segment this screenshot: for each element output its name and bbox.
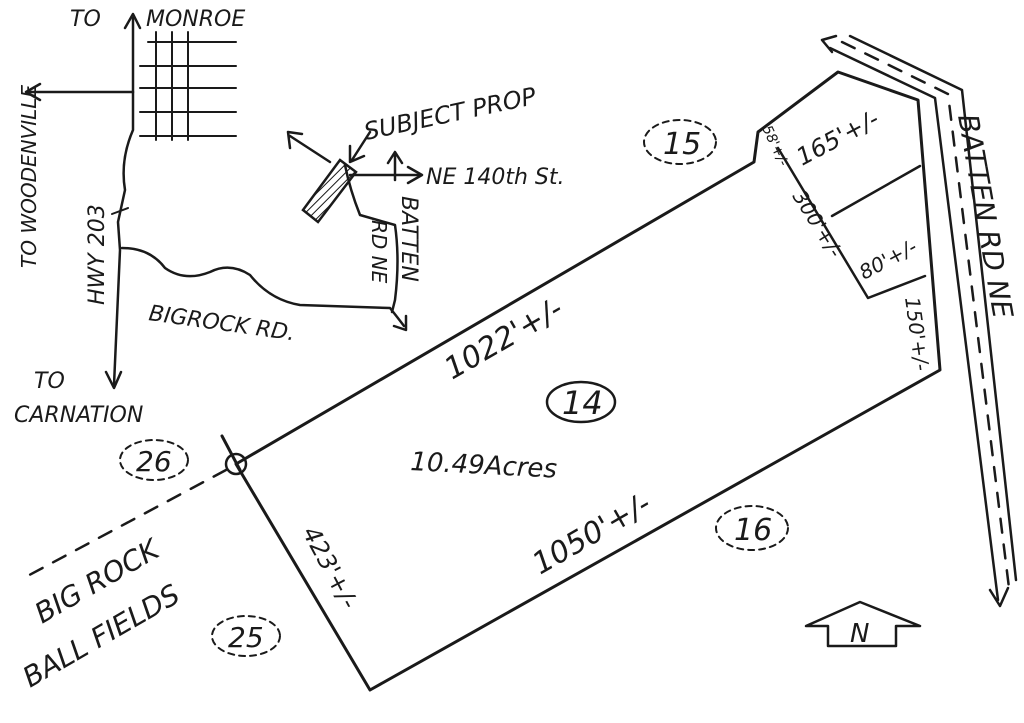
lot-15-number: 15 xyxy=(663,127,701,162)
arrow-right-icon xyxy=(406,165,424,185)
arrow-left-icon xyxy=(24,82,42,102)
arrow-up-small-icon xyxy=(386,150,404,182)
to-monroe-prefix: TO xyxy=(70,7,101,32)
west-line-extension xyxy=(220,434,242,472)
lot-15-circle xyxy=(643,119,717,165)
arrow-down-icon xyxy=(104,370,123,390)
notch-top-dimension: 165'+/- xyxy=(792,105,884,172)
notch-bottom-dimension: 80'+/- xyxy=(855,234,921,284)
arrow-south-road-icon xyxy=(988,586,1010,608)
subject-prop-label: SUBJECT PROP xyxy=(361,82,539,146)
north-label: N xyxy=(850,619,869,649)
lot-25-circle xyxy=(211,615,281,657)
lot-26-number: 26 xyxy=(136,445,172,478)
arrow-nw-icon xyxy=(286,130,332,164)
ne-140th-label: NE 140th St. xyxy=(426,165,565,190)
parcel-14-boundary xyxy=(234,70,942,692)
hwy-203-road xyxy=(112,16,135,387)
subject-property-parcel xyxy=(301,158,358,224)
north-side-dimension: 1022'+/- xyxy=(439,291,570,387)
arrow-nw-road-icon xyxy=(820,34,838,54)
notch-short-dimension: 58'+/- xyxy=(758,123,791,169)
lot-16-number: 16 xyxy=(734,513,772,548)
big-rock-rd-label: BIGROCK RD. xyxy=(147,301,296,346)
batten-road-main xyxy=(820,34,1018,608)
arrow-subject-icon xyxy=(348,130,372,164)
carnation-label: CARNATION xyxy=(14,403,143,428)
lot-16-circle xyxy=(715,505,789,551)
lot-14-circle xyxy=(545,380,617,424)
east-side-dimension: 150'+/- xyxy=(900,295,934,372)
big-rock-road xyxy=(120,246,406,328)
arrow-se-icon xyxy=(392,314,408,332)
corner-marker xyxy=(224,452,248,476)
hwy-203-label: HWY 203 xyxy=(85,204,110,305)
lot-26-circle xyxy=(119,439,189,481)
batten-rd-ne-label: BATTEN RD NE xyxy=(951,111,1019,321)
lot-25-number: 25 xyxy=(228,621,264,654)
parcel-drawing: 1022'+/- 1050'+/- 423'+/- 150'+/- 165'+/… xyxy=(17,34,1020,694)
south-side-dimension: 1050'+/- xyxy=(527,486,658,582)
lot-14-number: 14 xyxy=(562,384,603,422)
north-arrow-icon: N xyxy=(804,600,922,649)
arrow-up-icon xyxy=(123,12,142,30)
to-woodenville-label: TO WOODENVILLE xyxy=(17,85,41,268)
acres-label: 10.49Acres xyxy=(410,447,558,485)
rd-ne-vicinity-label: RD NE xyxy=(367,220,391,284)
batten-vicinity-label: BATTEN xyxy=(396,196,421,282)
monroe-label: MONROE xyxy=(146,7,245,32)
hwy-tick xyxy=(111,207,129,215)
to-carnation-prefix: TO xyxy=(34,369,65,394)
west-side-dimension: 423'+/- xyxy=(297,522,364,614)
notch-lines xyxy=(776,146,927,300)
town-grid xyxy=(139,31,237,141)
notch-side-dimension: 300'+/- xyxy=(788,186,848,262)
ball-fields-dashed-line xyxy=(18,468,228,582)
